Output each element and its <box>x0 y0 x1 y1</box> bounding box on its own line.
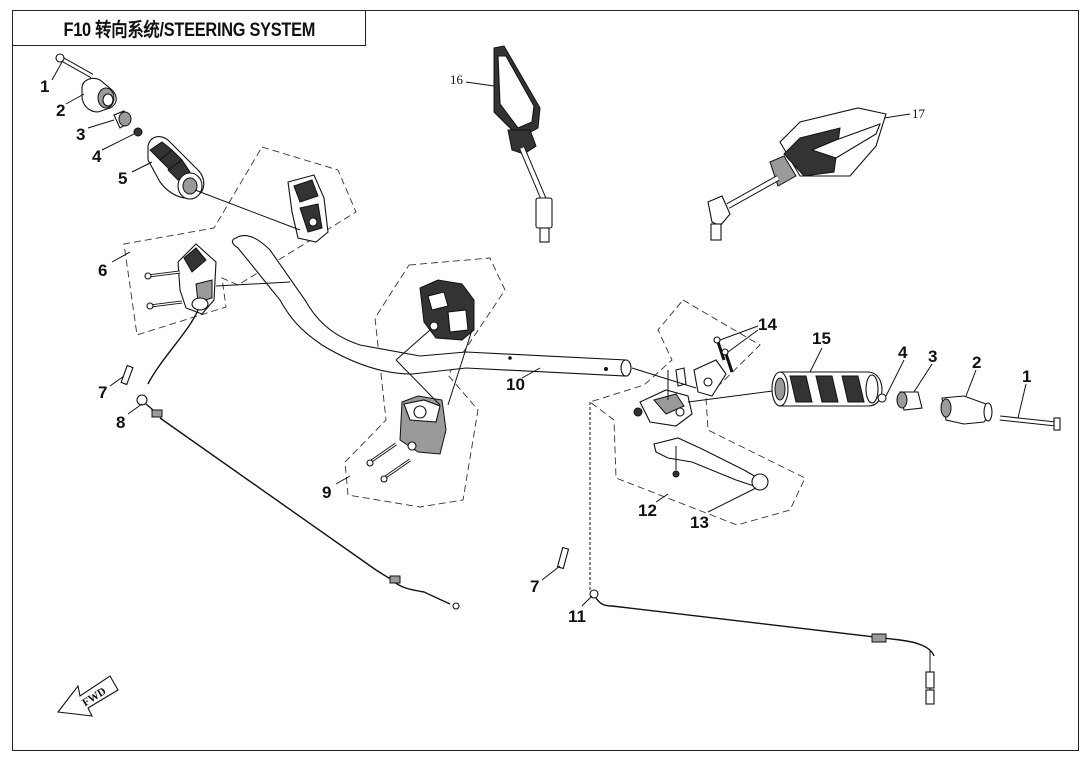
callout-8: 8 <box>116 413 125 432</box>
left-grip <box>147 136 205 200</box>
callout-2-left: 2 <box>56 101 65 120</box>
callout-7-left: 7 <box>98 383 107 402</box>
callouts: 1 2 3 4 5 6 7 8 9 10 11 7 12 13 14 15 4 … <box>40 72 1031 626</box>
lever-clamp-screws <box>713 336 734 373</box>
cable-clip-left <box>120 364 134 386</box>
callout-10: 10 <box>506 375 525 394</box>
left-bar-end-bolt <box>55 53 94 79</box>
left-switch-screws <box>144 270 183 310</box>
callout-12: 12 <box>638 501 657 520</box>
right-grip <box>771 371 883 407</box>
group-outline-lever <box>589 299 806 526</box>
callout-13: 13 <box>690 513 709 532</box>
title-box: F10 转向系统/STEERING SYSTEM <box>12 10 366 46</box>
callout-7-right: 7 <box>530 577 539 596</box>
mirror-right <box>707 107 887 241</box>
callout-6: 6 <box>98 261 107 280</box>
center-switch-screws <box>366 442 411 483</box>
clutch-cable <box>589 402 935 705</box>
callout-17: 17 <box>912 106 926 121</box>
callout-3-left: 3 <box>76 125 85 144</box>
diagram-title: F10 转向系统/STEERING SYSTEM <box>63 19 315 41</box>
callout-4-left: 4 <box>92 147 102 166</box>
center-switch-housing-lower <box>399 395 447 455</box>
left-washer <box>133 127 143 137</box>
throttle-cable <box>136 309 460 610</box>
clutch-lever <box>653 437 769 491</box>
lever-bracket <box>633 389 693 427</box>
callout-4-right: 4 <box>898 343 908 362</box>
callout-11: 11 <box>568 607 586 626</box>
callout-1-left: 1 <box>40 77 49 96</box>
leader-lines <box>51 61 1027 607</box>
right-washer <box>877 393 887 403</box>
left-bar-end-weight <box>81 77 117 113</box>
right-bar-end-bolt <box>999 415 1061 431</box>
cable-clip-right <box>556 546 570 570</box>
callout-3-right: 3 <box>928 347 937 366</box>
handlebar <box>231 235 632 377</box>
mirror-left <box>493 45 553 243</box>
group-outline-left-switch <box>123 146 357 336</box>
right-bar-end-weight <box>940 395 993 425</box>
callout-14: 14 <box>758 315 777 334</box>
lever-clamp <box>675 359 727 397</box>
handlebar-hole <box>604 367 608 371</box>
fwd-arrow: FWD <box>56 675 119 717</box>
group-outline-center-switch <box>344 257 506 508</box>
callout-16: 16 <box>450 72 464 87</box>
left-switch-housing-lower <box>177 243 217 315</box>
callout-9: 9 <box>322 483 331 502</box>
drawing-frame <box>12 10 1079 751</box>
callout-15: 15 <box>812 329 831 348</box>
right-collar <box>896 391 923 411</box>
left-switch-housing-upper <box>287 174 329 243</box>
callout-2-right: 2 <box>972 353 981 372</box>
callout-1-right: 1 <box>1022 367 1031 386</box>
center-switch-housing-upper <box>419 279 475 341</box>
callout-5: 5 <box>118 169 127 188</box>
left-collar <box>113 110 132 129</box>
